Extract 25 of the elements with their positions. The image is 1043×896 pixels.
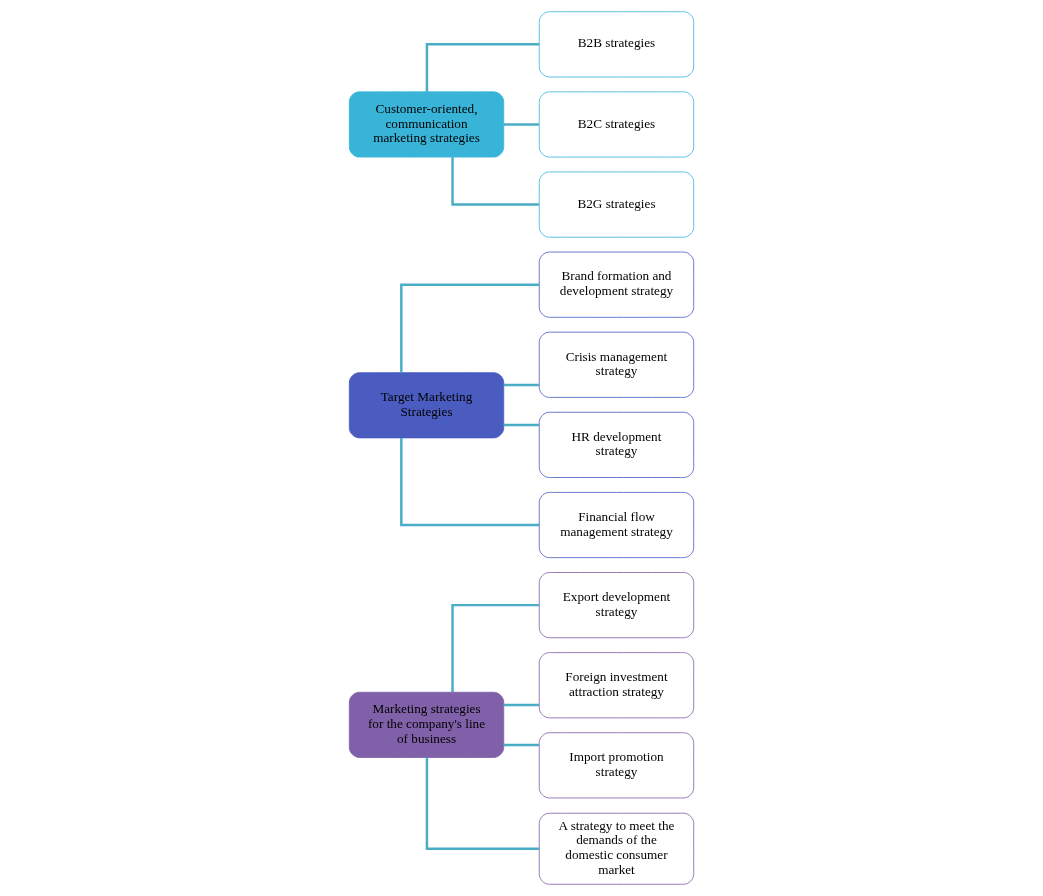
node-box: Crisis management strategy (538, 331, 695, 398)
node-box: B2G strategies (538, 171, 695, 238)
connector (451, 157, 540, 206)
connector (503, 703, 539, 707)
node-box: Export development strategy (538, 572, 695, 639)
node-box: B2C strategies (538, 91, 695, 158)
node-box: Financial flow management strategy (538, 491, 695, 559)
connector (400, 438, 540, 527)
connector (503, 423, 539, 427)
connector (503, 123, 539, 126)
connector (503, 743, 539, 747)
connector (451, 603, 540, 693)
node-box: Brand formation and development strategy (538, 251, 695, 318)
node-box: Customer-oriented, communication marketing strategies (348, 91, 505, 158)
connector (425, 757, 540, 850)
node-box: B2B strategies (538, 11, 695, 78)
node-box: HR development strategy (538, 411, 695, 478)
node-box: Import promotion strategy (538, 732, 695, 799)
connector (400, 283, 540, 373)
connector (425, 43, 540, 92)
connector (503, 383, 539, 387)
node-box: Marketing strategies for the company's line of business (348, 691, 505, 758)
node-box: Foreign investment attraction strategy (538, 652, 695, 719)
node-box: A strategy to meet the demands of the domestic consumer market (538, 812, 695, 885)
node-box: Target Marketing Strategies (348, 372, 505, 439)
